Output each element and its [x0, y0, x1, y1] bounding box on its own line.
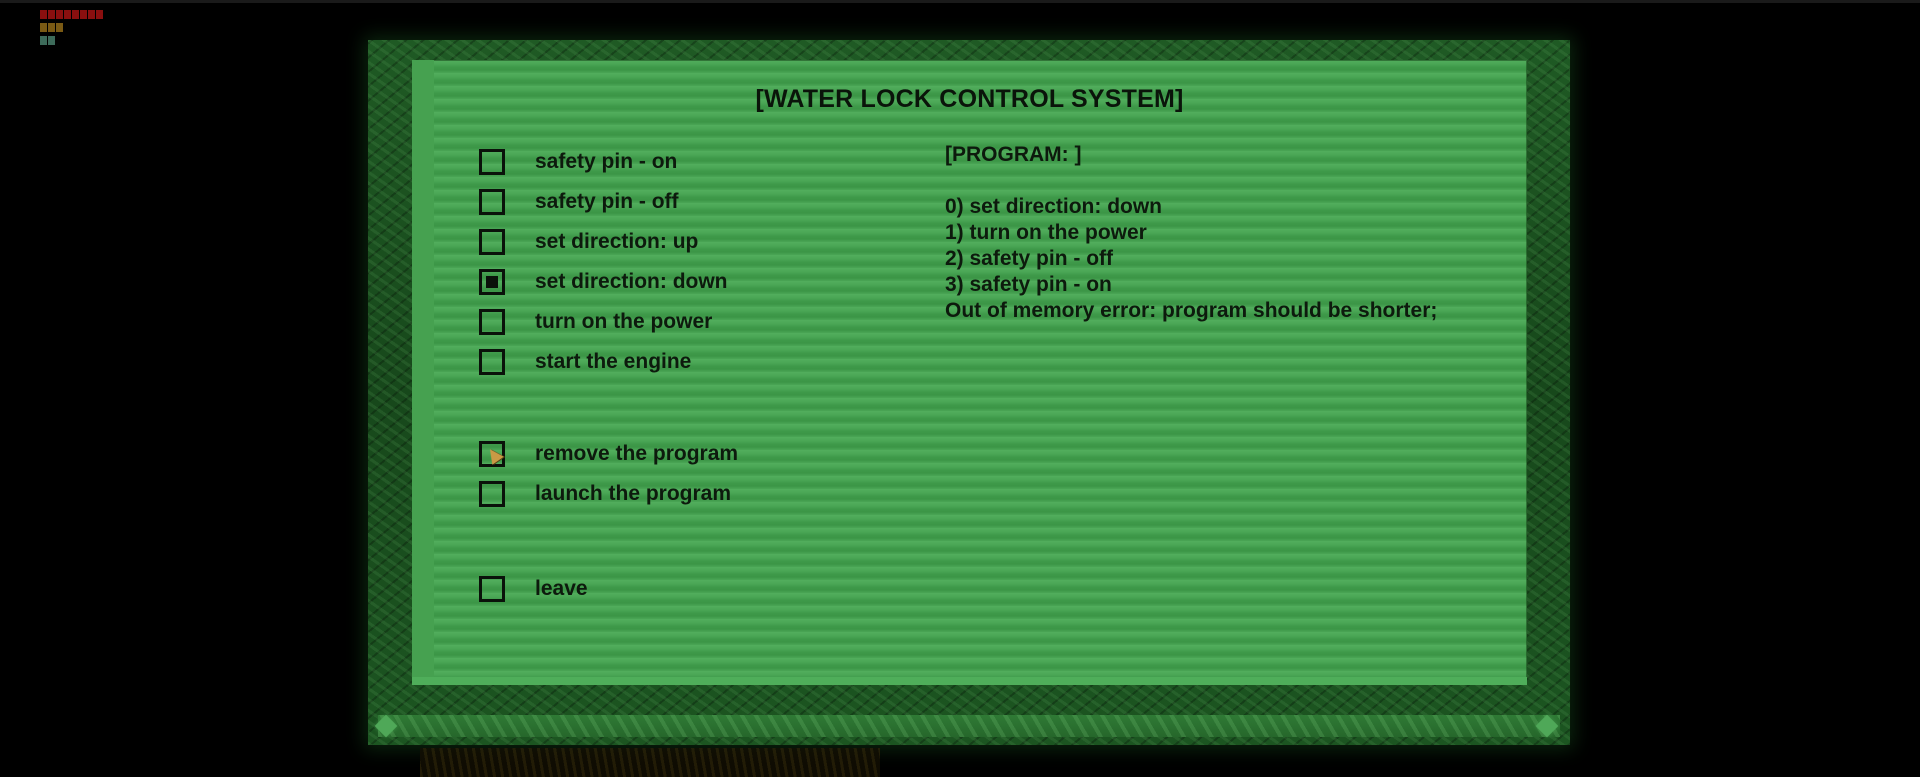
option-set-direction-up[interactable]: set direction: up [479, 227, 698, 257]
option-label: remove the program [535, 442, 739, 465]
program-header: [PROGRAM: ] [945, 143, 1082, 166]
health-cell [48, 10, 55, 19]
option-safety-pin-on[interactable]: safety pin - on [479, 147, 677, 177]
checkbox[interactable] [479, 269, 505, 295]
option-label: start the engine [535, 350, 692, 373]
leave-button[interactable]: leave [479, 574, 588, 604]
option-start-engine[interactable]: start the engine [479, 347, 691, 377]
screen-bezel-left [412, 60, 434, 685]
health-cell [56, 10, 63, 19]
program-step: 3) safety pin - on [945, 273, 1112, 296]
stamina-cell [48, 23, 55, 32]
floor-texture [420, 748, 880, 777]
program-error-message: Out of memory error: program should be s… [945, 299, 1438, 322]
health-cell [80, 10, 87, 19]
stamina-cell [56, 23, 63, 32]
checkbox[interactable] [479, 441, 505, 467]
checkbox[interactable] [479, 189, 505, 215]
energy-bar [40, 36, 103, 45]
checkbox[interactable] [479, 349, 505, 375]
screen-bezel-bottom [412, 677, 1527, 685]
terminal-screen: [WATER LOCK CONTROL SYSTEM] safety pin -… [412, 60, 1527, 685]
program-step: 0) set direction: down [945, 195, 1163, 218]
program-step: 2) safety pin - off [945, 247, 1114, 270]
health-bar [40, 10, 103, 19]
health-cell [40, 10, 47, 19]
stamina-bar [40, 23, 103, 32]
option-safety-pin-off[interactable]: safety pin - off [479, 187, 679, 217]
stamina-cell [40, 23, 47, 32]
checkbox[interactable] [479, 481, 505, 507]
terminal-frame-ledge [378, 715, 1560, 737]
terminal-title: [WATER LOCK CONTROL SYSTEM] [755, 85, 1184, 113]
program-panel: [PROGRAM: ] 0) set direction: down 1) tu… [945, 142, 1437, 324]
health-cell [72, 10, 79, 19]
option-label: leave [535, 577, 588, 600]
option-set-direction-down[interactable]: set direction: down [479, 267, 728, 297]
energy-cell [48, 36, 55, 45]
checkbox[interactable] [479, 229, 505, 255]
health-cell [88, 10, 95, 19]
health-cell [64, 10, 71, 19]
launch-program-button[interactable]: launch the program [479, 479, 731, 509]
option-label: safety pin - off [535, 190, 679, 213]
option-label: launch the program [535, 482, 732, 505]
energy-cell [40, 36, 47, 45]
option-label: safety pin - on [535, 150, 678, 173]
remove-program-button[interactable]: remove the program [479, 439, 738, 469]
checkbox[interactable] [479, 309, 505, 335]
hud-status-bars [40, 10, 103, 49]
program-step: 1) turn on the power [945, 221, 1147, 244]
top-edge [0, 0, 1920, 3]
checkbox[interactable] [479, 576, 505, 602]
option-label: set direction: down [535, 270, 728, 293]
option-label: set direction: up [535, 230, 699, 253]
checkbox[interactable] [479, 149, 505, 175]
option-turn-on-power[interactable]: turn on the power [479, 307, 712, 337]
option-label: turn on the power [535, 310, 713, 333]
health-cell [96, 10, 103, 19]
